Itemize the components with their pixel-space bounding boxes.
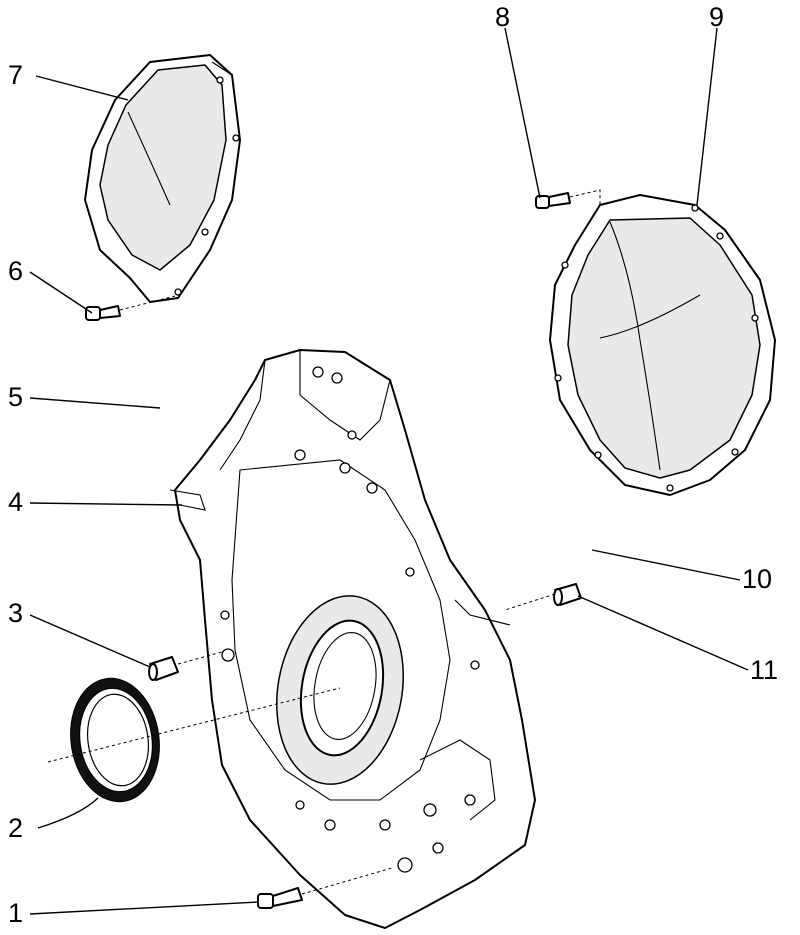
callout-9: 9	[709, 2, 725, 32]
upper-right-cover	[549, 194, 776, 496]
bolt-6	[85, 295, 176, 321]
callout-7: 7	[8, 60, 24, 90]
callout-3: 3	[8, 598, 24, 628]
callout-11: 11	[750, 655, 779, 685]
callout-8: 8	[495, 2, 511, 32]
bolt-1	[257, 867, 393, 909]
callout-1: 1	[8, 898, 24, 928]
callout-6: 6	[8, 256, 24, 286]
callout-5: 5	[8, 382, 24, 412]
oil-seal-2	[47, 677, 341, 803]
sleeve-11	[504, 583, 582, 611]
callout-2: 2	[8, 813, 24, 843]
callout-10: 10	[742, 564, 773, 594]
gasket-5	[148, 296, 286, 446]
gasket-10	[430, 346, 605, 547]
sleeve-3	[148, 651, 223, 681]
upper-left-cover	[84, 54, 241, 303]
callout-4: 4	[8, 487, 24, 517]
leader-lines	[29, 27, 749, 915]
main-housing	[169, 349, 536, 929]
